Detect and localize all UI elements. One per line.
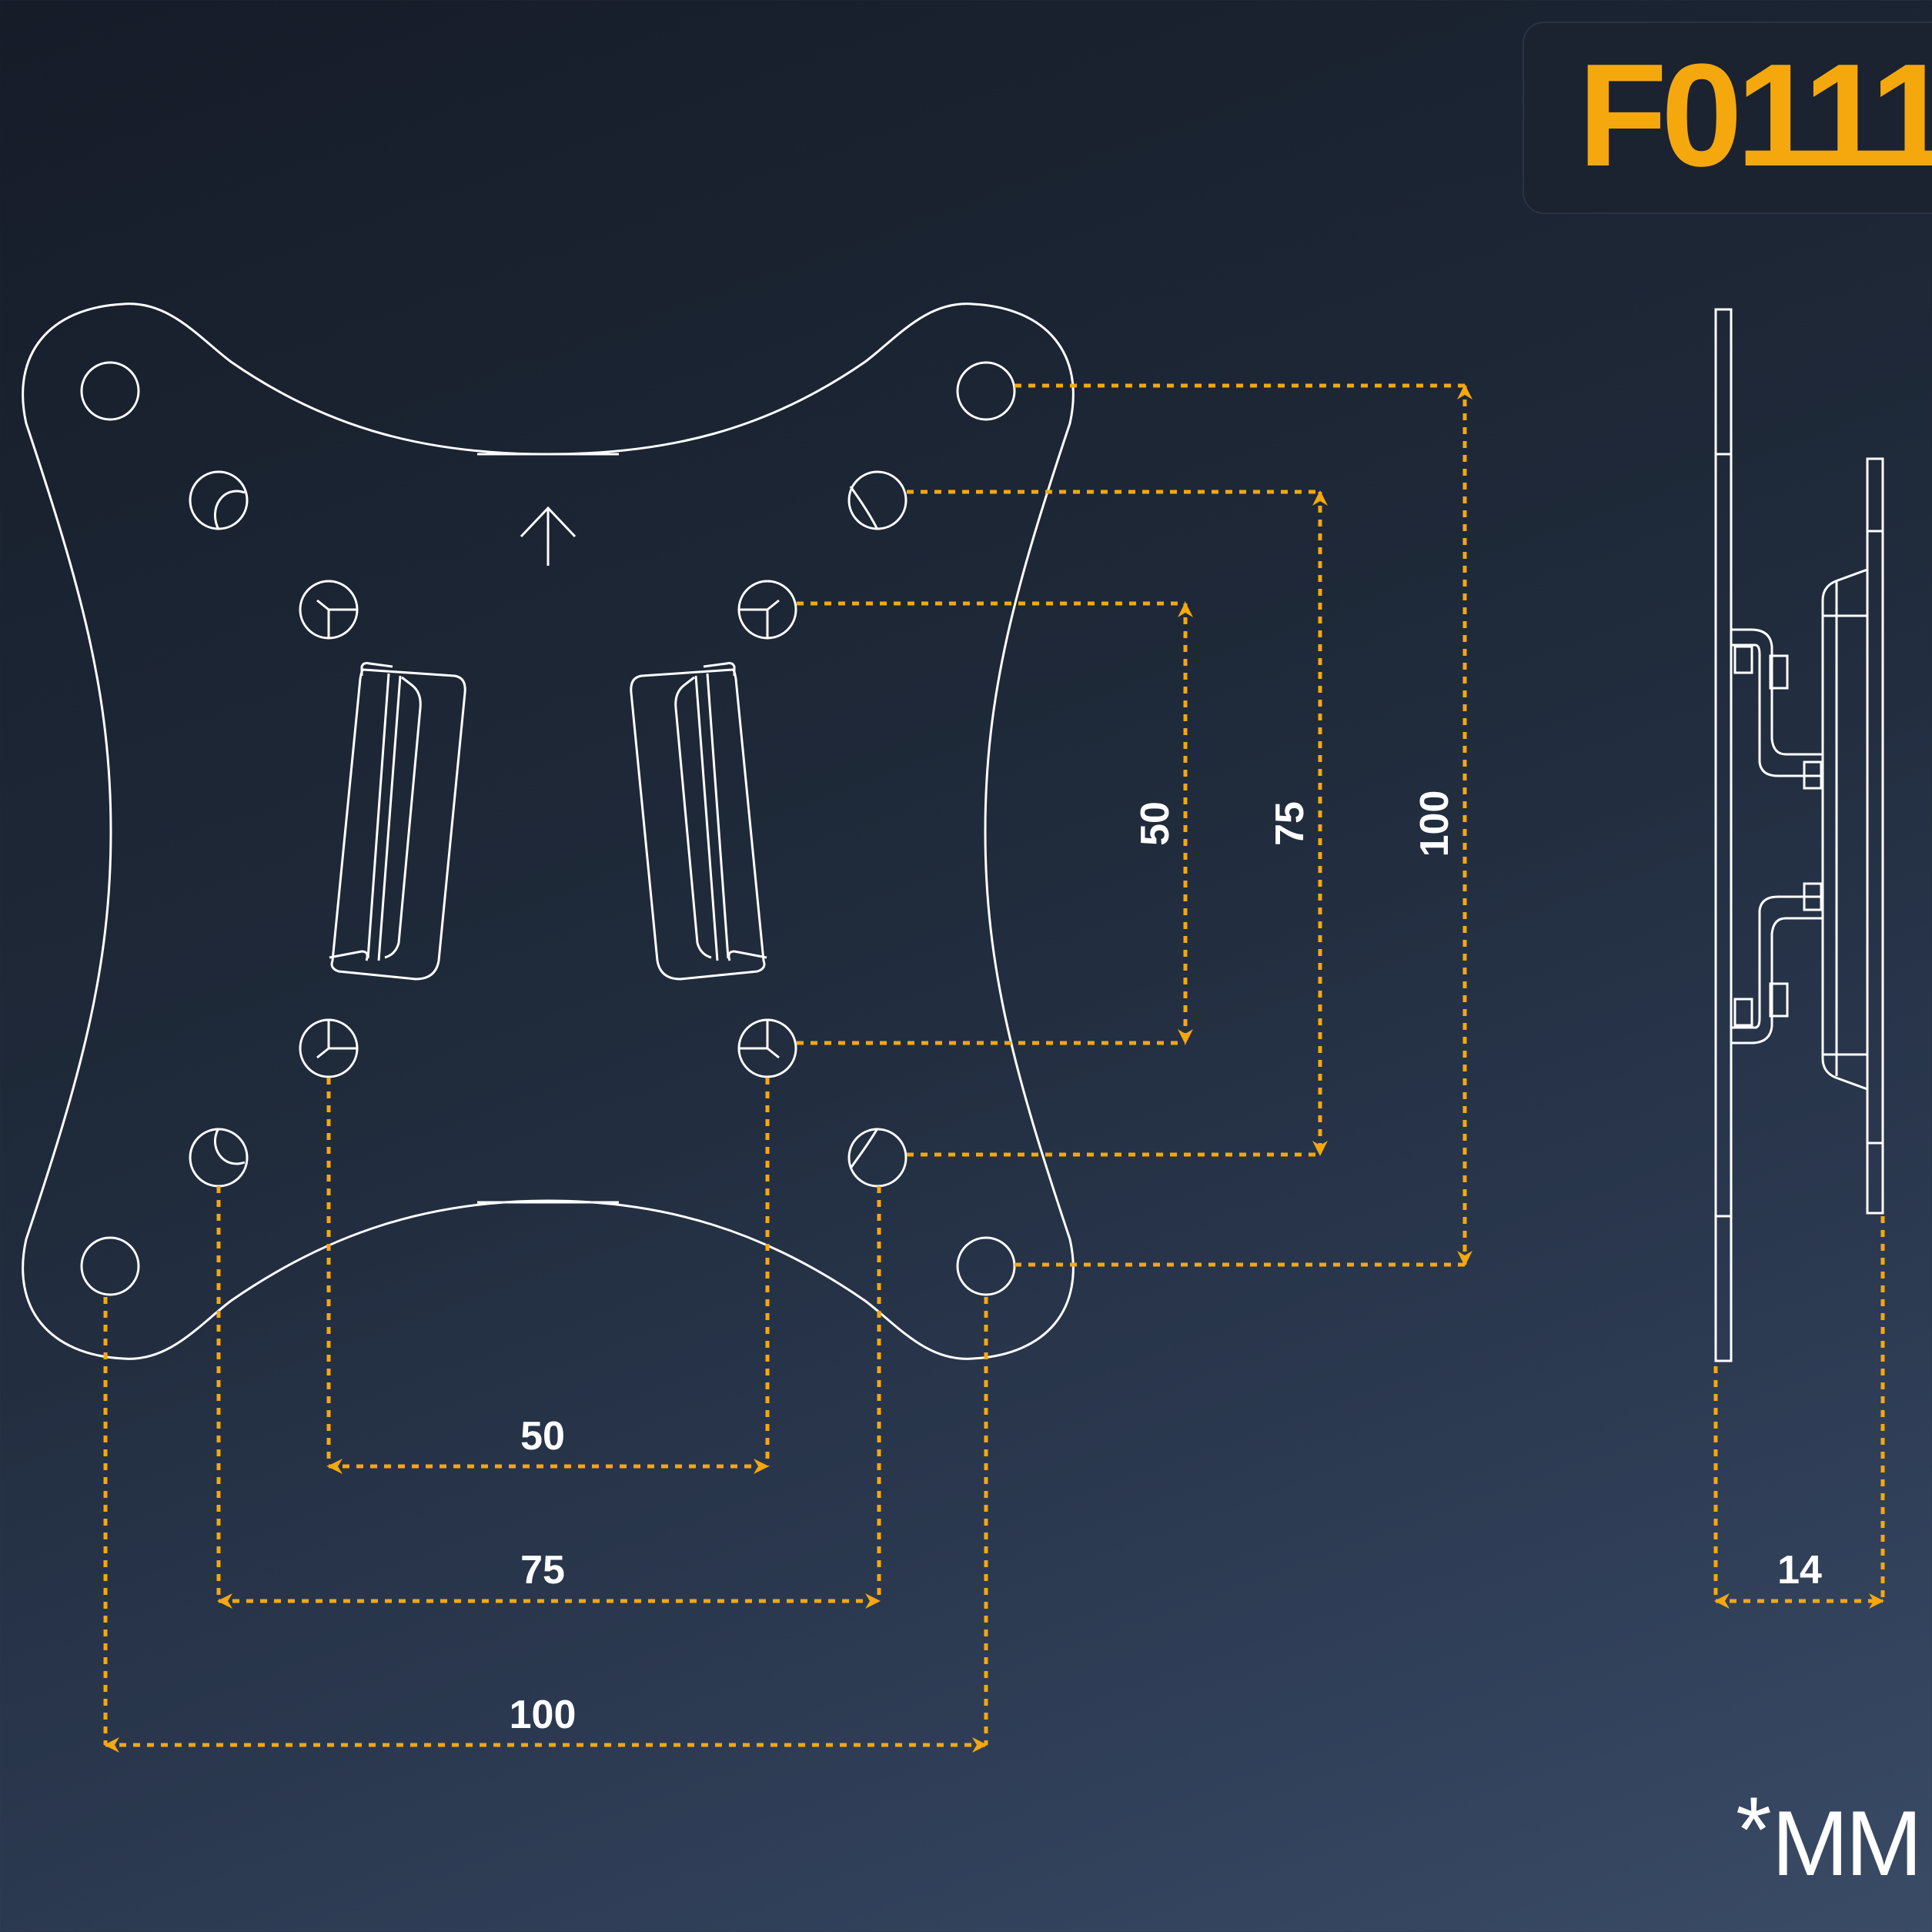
hole-100-bottom-right [956, 1236, 1016, 1296]
hole-75-bottom-left [189, 1128, 249, 1188]
dimension-labels: 50 75 100 50 75 100 14 [510, 791, 1822, 1737]
unit-asterisk: * [1736, 1778, 1772, 1881]
model-code: F0111 [1578, 34, 1932, 197]
side-bolt-bottom [1731, 882, 1823, 1045]
label-h75: 75 [520, 1548, 565, 1593]
label-depth: 14 [1777, 1548, 1822, 1593]
hole-100-bottom-left [80, 1236, 140, 1296]
hole-75-bottom-right [847, 1128, 908, 1188]
label-v50: 50 [1133, 801, 1178, 846]
label-v75: 75 [1268, 801, 1312, 846]
side-wall-plate [1714, 308, 1733, 1362]
plate-side-view [1714, 308, 1884, 1362]
label-v100: 100 [1412, 791, 1457, 857]
hole-50-bottom-left [299, 1018, 359, 1078]
plate-front-view [22, 303, 1075, 1360]
hole-50-top-right [737, 580, 797, 640]
slot-left [329, 662, 466, 981]
label-h50: 50 [520, 1414, 565, 1459]
unit-label: *MM [1736, 1778, 1923, 1917]
hole-75-top-right [847, 470, 908, 530]
up-arrow-icon [520, 506, 577, 566]
side-bolt-top [1731, 628, 1823, 790]
label-h100: 100 [510, 1693, 577, 1737]
hole-50-top-left [299, 580, 359, 640]
dimension-arrows [104, 384, 1884, 1753]
side-tv-plate [1866, 457, 1884, 1215]
slot-right [630, 662, 767, 981]
dimension-lines [103, 383, 1885, 1745]
hole-75-top-left [189, 470, 249, 530]
unit-text: MM [1771, 1792, 1923, 1895]
side-mount-body [1821, 568, 1868, 1091]
hole-100-top-right [956, 361, 1016, 421]
hole-50-bottom-right [737, 1018, 797, 1078]
hole-100-top-left [80, 361, 140, 421]
plate-outline [22, 303, 1075, 1360]
model-badge [1523, 22, 1932, 214]
